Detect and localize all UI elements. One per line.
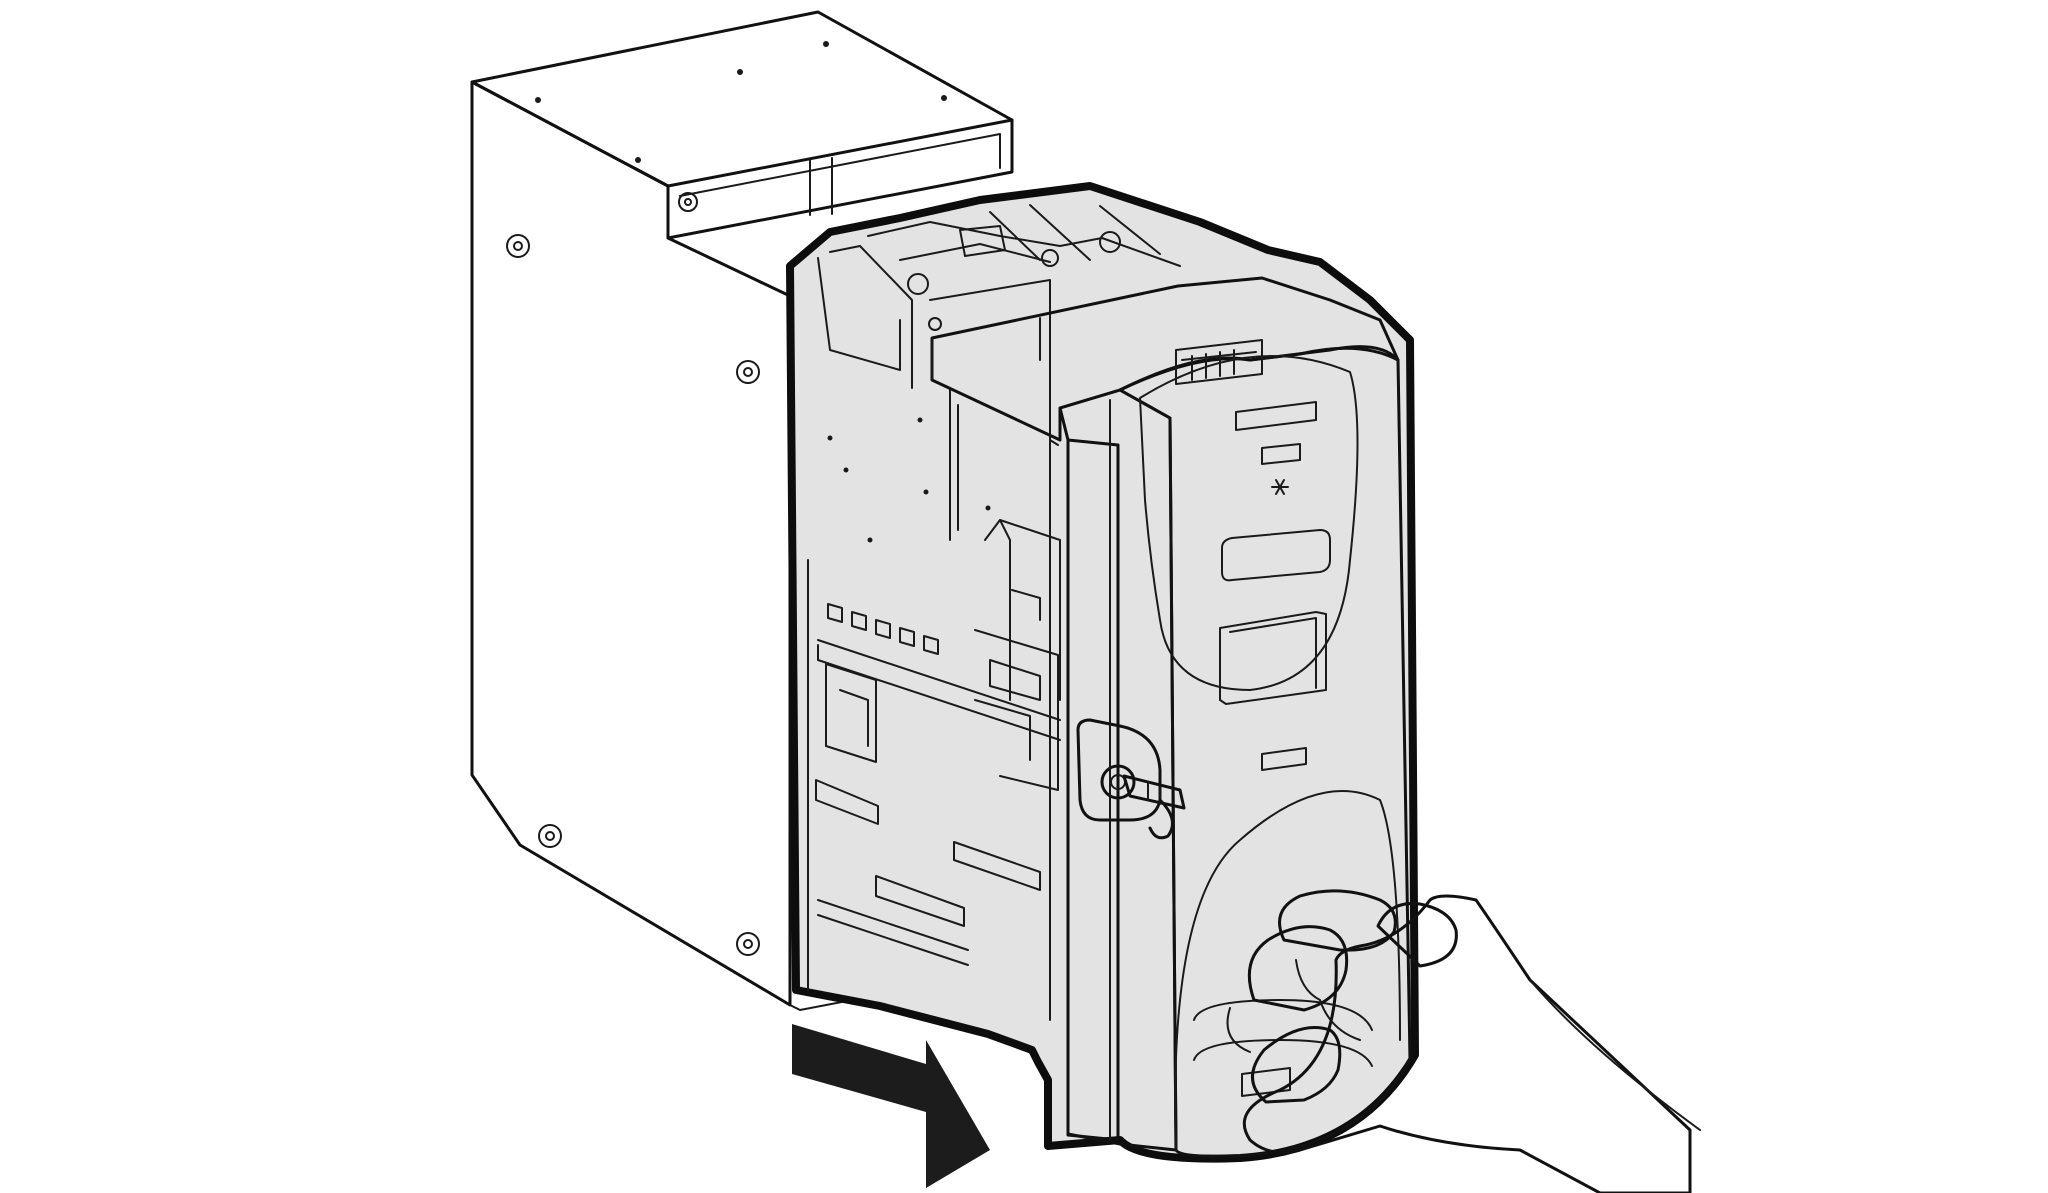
housing-top-panel	[470, 10, 1014, 188]
housing-front-frame	[666, 118, 1014, 240]
housing-top-screws	[535, 41, 947, 163]
hand-icon	[1226, 889, 1701, 1193]
housing-side-screws	[506, 192, 760, 956]
housing-inner-rim	[679, 133, 1001, 216]
cassette-front-panel	[930, 276, 1412, 1158]
front-panel-mark	[1271, 479, 1289, 495]
cassette-unit-silhouette	[786, 182, 1419, 1163]
arrow-right-icon	[792, 1024, 990, 1188]
cassette-inner-frame	[807, 204, 1181, 991]
housing-side-panel	[470, 80, 792, 1007]
cassette-body-edge	[1049, 399, 1111, 1141]
cassette-unit	[786, 182, 1419, 1163]
